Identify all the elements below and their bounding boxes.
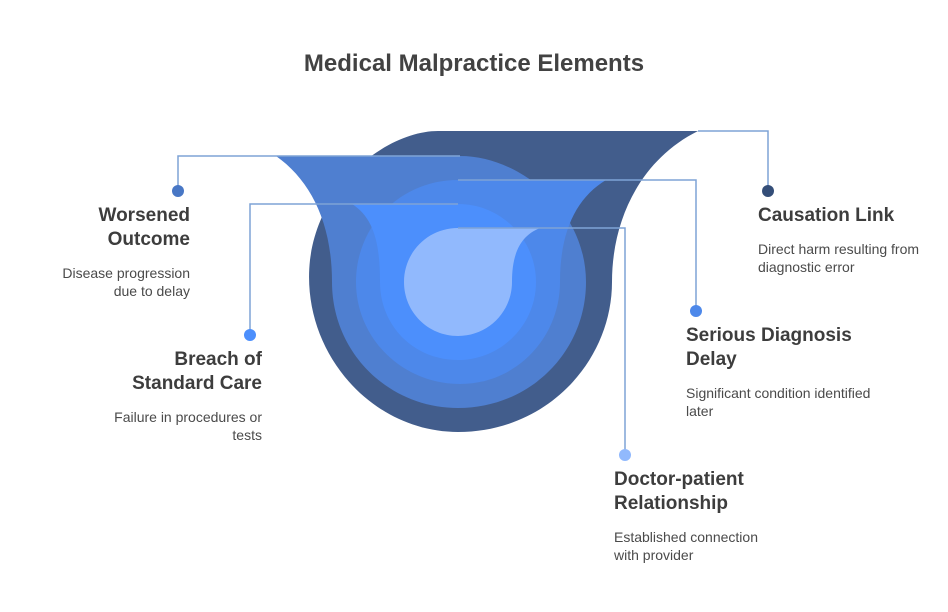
- desc-breach-of-standard-care: Failure in procedures or tests: [114, 409, 262, 443]
- label-doctor-patient-relationship: Doctor-patient Relationship Established …: [614, 468, 784, 564]
- label-serious-diagnosis-delay: Serious Diagnosis Delay Significant cond…: [686, 324, 871, 420]
- layer-doctor-patient-relationship: [404, 228, 540, 336]
- marker-dot-serious-diagnosis-delay: [690, 305, 702, 317]
- label-worsened-outcome: Worsened Outcome Disease progression due…: [40, 204, 190, 300]
- label-causation-link: Causation Link Direct harm resulting fro…: [758, 204, 933, 276]
- marker-dot-worsened-outcome: [172, 185, 184, 197]
- heading-breach-of-standard-care: Breach of Standard Care: [132, 349, 262, 394]
- heading-worsened-outcome: Worsened Outcome: [98, 205, 190, 250]
- desc-causation-link: Direct harm resulting from diagnostic er…: [758, 241, 920, 275]
- leader-line-serious-diagnosis-delay: [458, 179, 697, 311]
- heading-causation-link: Causation Link: [758, 205, 895, 226]
- heading-doctor-patient-relationship: Doctor-patient Relationship: [614, 469, 744, 514]
- leader-line-breach-of-standard-care: [249, 203, 458, 335]
- leader-line-doctor-patient-relationship: [458, 227, 626, 455]
- marker-dot-doctor-patient-relationship: [619, 449, 631, 461]
- desc-serious-diagnosis-delay: Significant condition identified later: [686, 385, 871, 419]
- leader-line-worsened-outcome: [177, 155, 460, 191]
- label-breach-of-standard-care: Breach of Standard Care Failure in proce…: [92, 348, 262, 444]
- leader-lines: [177, 130, 769, 455]
- marker-dot-causation-link: [762, 185, 774, 197]
- marker-dot-breach-of-standard-care: [244, 329, 256, 341]
- leader-line-causation-link: [698, 130, 769, 191]
- heading-serious-diagnosis-delay: Serious Diagnosis Delay: [686, 325, 852, 370]
- desc-worsened-outcome: Disease progression due to delay: [62, 265, 190, 299]
- desc-doctor-patient-relationship: Established connection with provider: [614, 529, 758, 563]
- diagram-title: Medical Malpractice Elements: [303, 50, 645, 77]
